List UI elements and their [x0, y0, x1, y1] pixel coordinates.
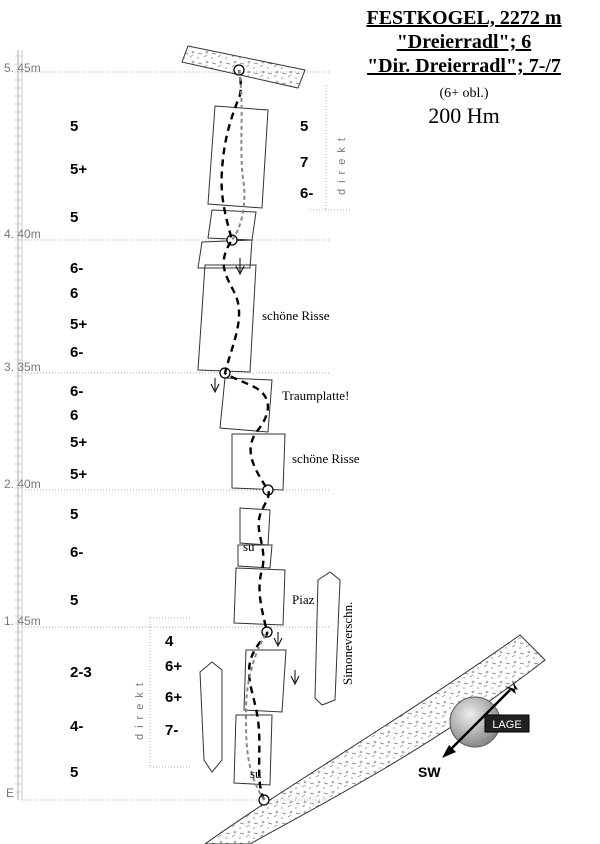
aspect-compass: LAGE SW [418, 680, 530, 780]
grade-direkt-upper: 6- [300, 185, 313, 202]
grade-left: 6- [70, 344, 83, 361]
grade-direkt-upper: 5 [300, 118, 308, 135]
pitch-mark-1: 1. 45m [4, 614, 41, 628]
pitch-mark-3: 3. 35m [4, 360, 41, 374]
arrow-tail-icon [505, 680, 518, 694]
direkt-upper-variant: 5 7 6- direkt [300, 85, 352, 211]
grade-left: 5 [70, 592, 78, 609]
arrow-head-icon [442, 745, 456, 758]
note-simoneverschneidung: Simoneverschn. [340, 602, 355, 685]
compass-label: LAGE [492, 719, 521, 731]
grade-left: 6 [70, 285, 78, 302]
note-schoene-risse-1: schöne Risse [262, 308, 330, 323]
left-grade-column: 5 5+ 5 6- 6 5+ 6- 6- 6 5+ 5+ 5 6- 5 2-3 … [70, 118, 92, 781]
route-header: FESTKOGEL, 2272 m "Dreierradl"; 6 "Dir. … [366, 7, 561, 128]
grade-direkt-lower: 6+ [165, 658, 182, 675]
pitch-mark-start: E [6, 786, 14, 800]
grade-left: 6- [70, 544, 83, 561]
route-arrows [210, 258, 300, 686]
pillar-formations [199, 571, 341, 773]
note-su-lower: su [250, 766, 262, 781]
pitch-scale [15, 50, 330, 801]
belay-stations [219, 64, 274, 806]
route-name-2: "Dir. Dreierradl"; 7-/7 [367, 55, 561, 77]
pitch-mark-4: 4. 40m [4, 227, 41, 241]
pitch-mark-2: 2. 40m [4, 477, 41, 491]
direkt-route-line [231, 69, 246, 241]
obligatory-grade: (6+ obl.) [439, 86, 488, 101]
grade-left: 6 [70, 407, 78, 424]
note-piaz: Piaz [292, 592, 315, 607]
page-title: FESTKOGEL, 2272 m [366, 7, 561, 29]
main-route-line [220, 69, 270, 801]
grade-left: 2-3 [70, 664, 92, 681]
note-traumplatte: Traumplatte! [282, 388, 349, 403]
grade-direkt-lower: 7- [165, 722, 178, 739]
compass-arrow [447, 689, 511, 753]
direkt-lower-variant: 4 6+ 6+ 7- direkt [134, 617, 190, 768]
grade-left: 6- [70, 260, 83, 277]
grade-left: 5+ [70, 161, 87, 178]
grade-left: 5 [70, 506, 78, 523]
grade-left: 5+ [70, 434, 87, 451]
grade-direkt-upper: 7 [300, 154, 308, 171]
direkt-lower-route-line [244, 631, 268, 801]
grade-left: 5+ [70, 316, 87, 333]
grade-left: 5 [70, 209, 78, 226]
height-meters: 200 Hm [428, 103, 500, 128]
note-su-upper: su [243, 539, 255, 554]
route-name-1: "Dreierradl"; 6 [397, 31, 532, 53]
grade-left: 5 [70, 118, 78, 135]
note-schoene-risse-2: schöne Risse [292, 451, 360, 466]
grade-left: 5+ [70, 466, 87, 483]
grade-left: 6- [70, 383, 83, 400]
grade-left: 4- [70, 718, 83, 735]
grade-direkt-lower: 4 [165, 633, 174, 650]
base-rock-band [204, 634, 546, 844]
direkt-label-upper: direkt [336, 132, 348, 195]
direkt-label-lower: direkt [134, 677, 146, 740]
pitch-mark-5: 5. 45m [4, 61, 41, 75]
grade-direkt-lower: 6+ [165, 689, 182, 706]
wall-panels [197, 105, 287, 786]
grade-left: 5 [70, 764, 78, 781]
compass-direction: SW [418, 764, 441, 780]
